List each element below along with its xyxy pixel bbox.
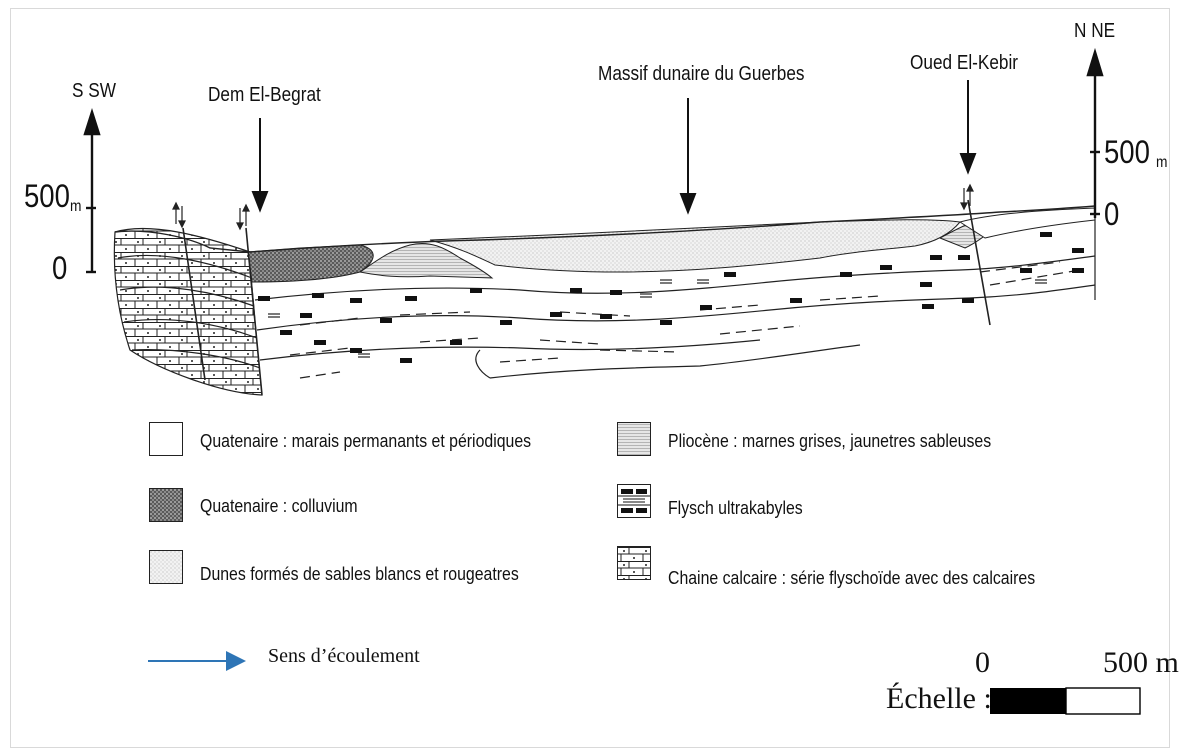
echelle-zero: 0 <box>975 646 990 680</box>
legend-swatch-flysch <box>617 484 651 518</box>
legend-swatch-pliocene <box>617 422 651 456</box>
orientation-left: S SW <box>72 80 116 103</box>
legend-label-colluvium: Quatenaire : colluvium <box>200 496 358 517</box>
location-arrows <box>253 80 975 212</box>
echelle-label: Échelle : <box>886 682 992 716</box>
legend-label-marais: Quatenaire : marais permanants et périod… <box>200 431 531 452</box>
right-scale-value: 500 <box>1104 134 1150 171</box>
right-scale-bar <box>1088 52 1102 218</box>
legend-swatch-chaine <box>617 546 651 580</box>
left-scale-bar <box>85 112 99 272</box>
place-oued-el-kebir: Oued El-Kebir <box>910 52 1018 75</box>
legend-swatch-colluvium <box>149 488 183 522</box>
left-scale-unit: m <box>70 198 81 216</box>
flow-label: Sens d’écoulement <box>268 645 420 668</box>
legend-swatch-dunes <box>149 550 183 584</box>
legend-label-chaine: Chaine calcaire : série flyschoïde avec … <box>668 568 1035 589</box>
marais-layer-right <box>960 208 1095 238</box>
echelle-max: 500 m <box>1103 646 1179 680</box>
echelle-bar <box>990 688 1140 714</box>
legend-swatch-marais <box>149 422 183 456</box>
legend-label-flysch: Flysch ultrakabyles <box>668 498 803 519</box>
orientation-right: N NE <box>1074 20 1115 43</box>
place-dem-el-begrat: Dem El-Begrat <box>208 84 321 107</box>
right-scale-zero: 0 <box>1104 196 1119 233</box>
place-massif-dunaire: Massif dunaire du Guerbes <box>598 63 805 86</box>
left-scale-zero: 0 <box>52 250 67 287</box>
legend-label-pliocene: Pliocène : marnes grises, jaunetres sabl… <box>668 431 991 452</box>
chaine-calcaire-block <box>114 229 262 395</box>
left-scale-value: 500 <box>24 178 70 215</box>
legend-label-dunes: Dunes formés de sables blancs et rougeat… <box>200 564 519 585</box>
right-scale-unit: m <box>1156 154 1167 172</box>
